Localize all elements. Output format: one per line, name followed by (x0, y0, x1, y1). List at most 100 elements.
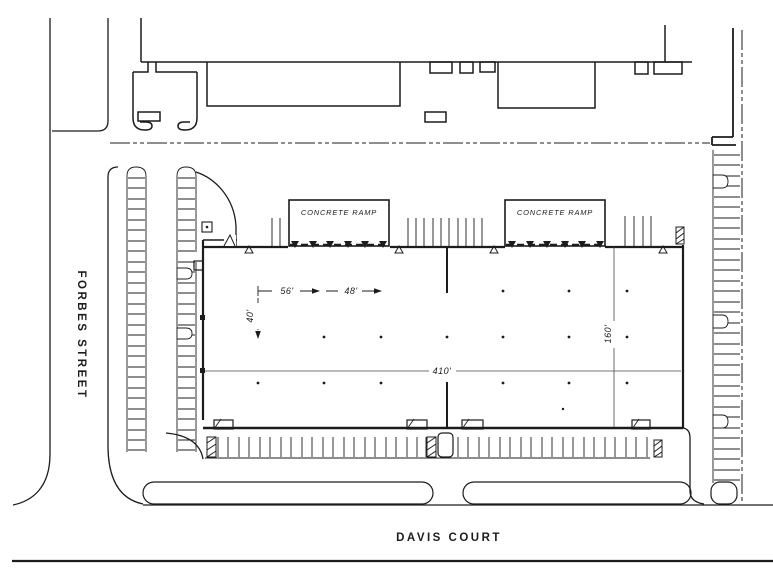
vestibule-1 (213, 419, 234, 430)
entry-pad (437, 432, 454, 458)
east-row-island-notch-2 (712, 314, 729, 329)
street-centerlines (110, 30, 743, 503)
hatched-column-s-mid (426, 436, 437, 458)
column-dot (501, 335, 505, 339)
dim-text-160: 160' (603, 325, 613, 344)
hatched-column-ne (675, 226, 685, 245)
north-buildings (132, 18, 736, 146)
street-label-forbes: FORBES STREET (75, 271, 87, 400)
west-wall-pilaster-1 (200, 315, 205, 320)
stall-row-a-ticks (128, 177, 145, 451)
column-dot (445, 335, 449, 339)
forbes-west-curb (12, 18, 51, 506)
ramp-striping (271, 216, 652, 246)
hatch-lines-s-mid (426, 436, 437, 458)
column-dot (625, 289, 629, 293)
davis-islands (142, 481, 738, 505)
north-bump-3 (479, 61, 496, 73)
column-grid-dots (256, 289, 629, 411)
dim-text-48: 48' (344, 286, 357, 296)
dim-text-56: 56' (280, 286, 293, 296)
stall-row-b-outline (176, 166, 197, 452)
median-island-2 (462, 481, 692, 505)
dim-label-mask (340, 284, 361, 295)
column-dot (501, 289, 505, 293)
ramp-label-left: CONCRETE RAMP (301, 208, 377, 217)
north-bump-2 (459, 61, 474, 74)
column-dot (625, 381, 629, 385)
main-building (193, 221, 691, 458)
courtyard-building (132, 62, 198, 118)
street-curbs (12, 18, 773, 563)
wall-break-mask (224, 235, 236, 246)
small-outbuilding-b (424, 111, 447, 123)
dim-label-mask (247, 304, 259, 329)
west-parking (126, 166, 237, 452)
street-label-davis: DAVIS COURT (396, 532, 502, 544)
dim-label-mask (605, 321, 618, 348)
wall-break-icon (223, 233, 236, 247)
hatch-lines-sw (206, 436, 217, 458)
dim-text-40: 40' (245, 309, 255, 322)
column-dot (322, 335, 326, 339)
column-dot (567, 289, 571, 293)
south-wall-vestibules (213, 418, 651, 430)
south-parking (217, 437, 648, 457)
building-se-fillet (682, 427, 691, 439)
north-annex-a (206, 62, 401, 107)
row-b-island-notch-1 (176, 267, 193, 280)
column-dot (567, 381, 571, 385)
vestibule-2 (406, 419, 428, 430)
courtyard-foot-left (132, 117, 153, 131)
sw-corner-curb (165, 432, 204, 460)
entry-drive-sweep (195, 171, 237, 247)
hatch-lines-ne (675, 226, 685, 245)
vestibule-3 (461, 419, 484, 430)
stall-row-a-outline (126, 166, 147, 452)
courtyard-foot-right (177, 117, 198, 131)
loading-docks (244, 199, 668, 254)
south-row-ticks (217, 437, 648, 457)
column-dot (256, 381, 260, 385)
stripes-between-ramps (407, 218, 483, 246)
row-b-island-notch-2 (176, 327, 193, 340)
east-aisle-curb (689, 438, 705, 505)
column-dot (379, 335, 383, 339)
east-row-island-notch-1 (712, 174, 729, 189)
column-dot (501, 381, 505, 385)
ramp-label-right: CONCRETE RAMP (517, 208, 593, 217)
east-row-island-notch-3 (712, 414, 729, 429)
dim-label-mask (276, 284, 297, 295)
stripes-east-of-ramp2 (624, 216, 652, 246)
hatched-column-se (653, 439, 663, 458)
north-bump-5 (653, 61, 683, 75)
utility-box-icon (201, 221, 213, 233)
parking-west-edge (107, 166, 144, 505)
north-bump-1 (429, 61, 453, 74)
forbes-east-curb-north (52, 18, 109, 132)
column-dot (561, 407, 565, 411)
median-island-1 (142, 481, 434, 505)
hatched-columns (206, 226, 685, 458)
stripes-west-of-ramp1 (271, 218, 281, 246)
north-annex-b (497, 62, 596, 109)
median-island-3 (710, 481, 738, 505)
west-wall-pilaster-2 (200, 368, 205, 373)
small-outbuilding-a (137, 111, 161, 122)
column-dot (625, 335, 629, 339)
column-dot (379, 381, 383, 385)
east-parking (712, 150, 740, 483)
vestibule-4 (631, 419, 651, 430)
vestibule-slash-marks (213, 418, 640, 430)
west-wall-bump (193, 260, 204, 271)
column-dot (567, 335, 571, 339)
hatched-column-sw (206, 436, 217, 458)
ne-corner-return (711, 28, 736, 146)
dimensions: 56' 48' 40' 410' 160' (205, 247, 681, 427)
survey-marker-icons (244, 244, 668, 254)
north-bump-4 (634, 61, 649, 75)
hatch-lines-se (653, 439, 663, 458)
utility-box-dot (205, 225, 209, 229)
